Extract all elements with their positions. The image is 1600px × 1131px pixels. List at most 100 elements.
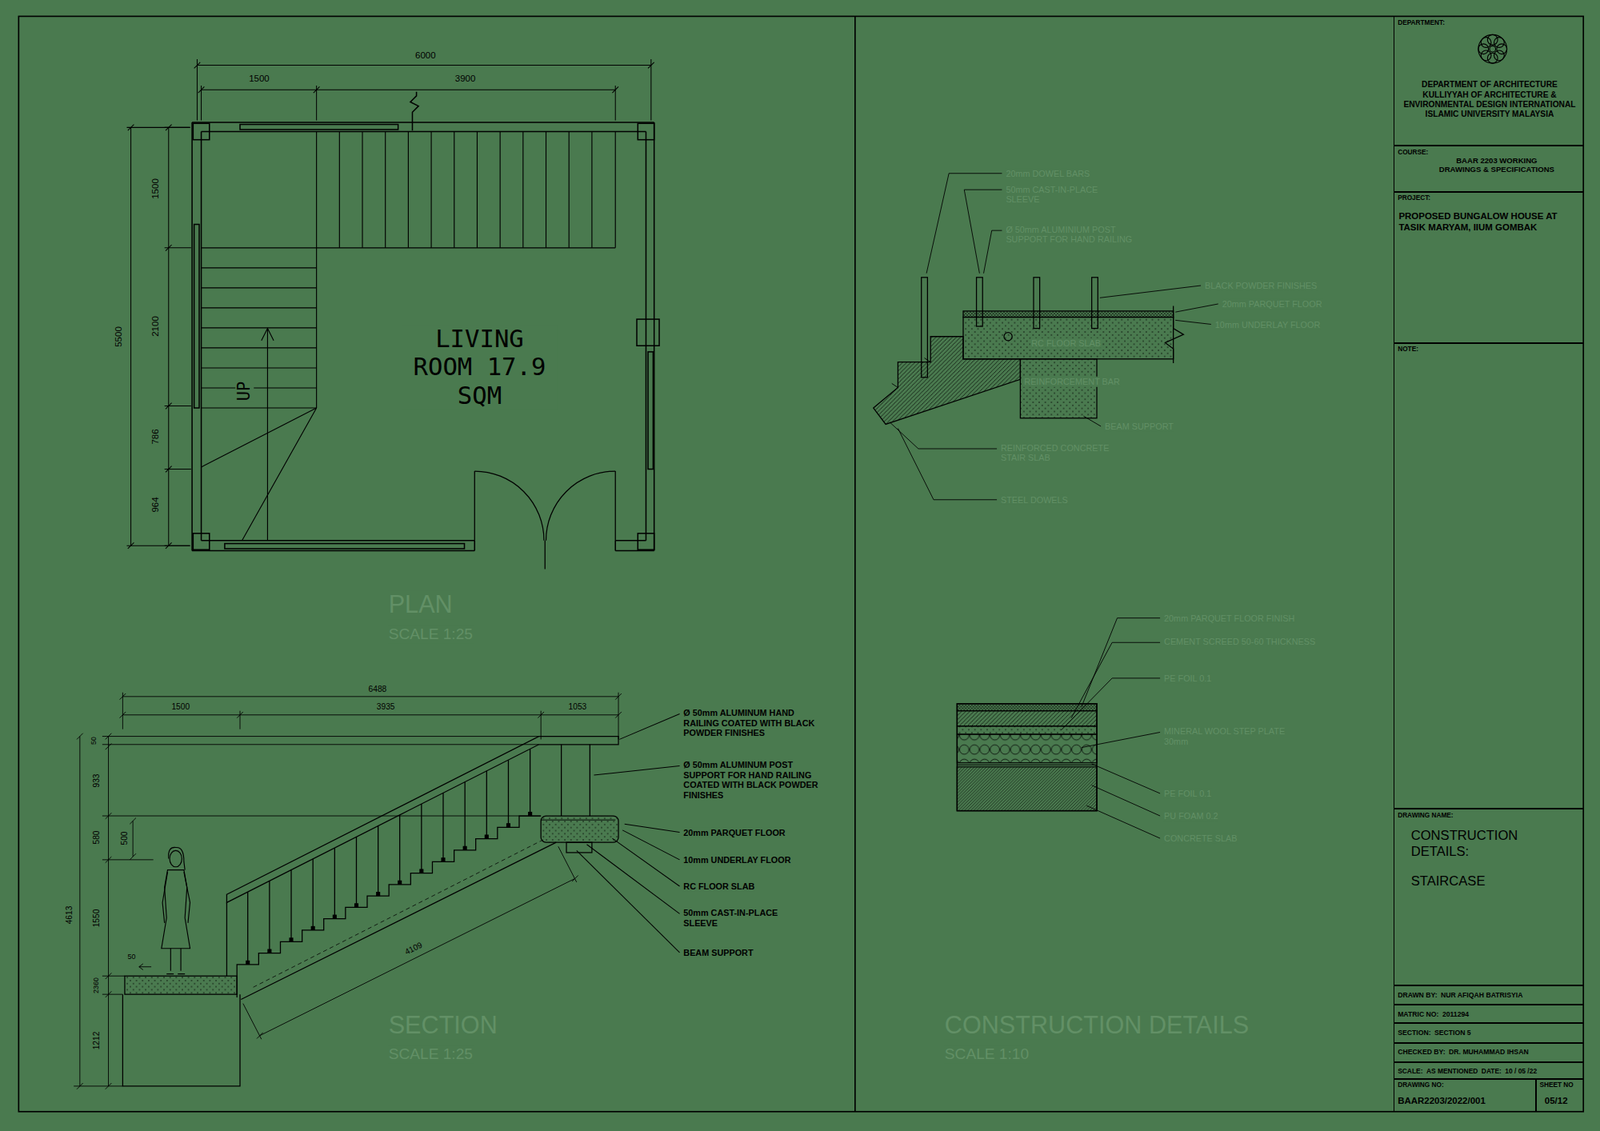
detail-note: PE FOIL 0.1 — [1163, 673, 1212, 684]
title-block-text: 2011294 — [1442, 1010, 1469, 1019]
detail-note: 10mm UNDERLAY FLOOR — [1214, 319, 1321, 329]
dimension-text: 50 — [89, 736, 98, 746]
section-dimensions — [105, 733, 112, 1090]
callout-leader — [622, 830, 680, 860]
title-block-text: PROJECT: — [1397, 194, 1431, 203]
title-block-text: 05/12 — [1544, 1096, 1568, 1108]
callout-text: 10mm UNDERLAY FLOOR — [682, 855, 792, 865]
post-sleeves — [311, 926, 316, 931]
university-logo — [1480, 37, 1492, 48]
sheet-frame — [854, 16, 856, 1112]
title-block-cell: DEPARTMENT: DEPARTMENT OF ARCHITECTURE KU… — [1393, 16, 1584, 146]
section-dimensions — [120, 693, 622, 700]
university-logo — [1494, 37, 1505, 48]
layer-leader — [1081, 618, 1160, 708]
dimension-text: 1053 — [568, 702, 588, 712]
post-sleeves — [267, 949, 272, 954]
dimension-text: 4109 — [402, 940, 424, 957]
plan-dimensions — [126, 127, 190, 546]
plan-walls — [194, 224, 200, 409]
plan-walls — [224, 544, 465, 549]
title-block-text: CONSTRUCTION DETAILS: — [1411, 828, 1564, 860]
title-block-text: DRAWING NO: — [1397, 1081, 1444, 1090]
callout-leader — [612, 838, 680, 887]
floor-build-up — [956, 711, 1097, 727]
dimension-text: 3935 — [376, 702, 396, 712]
stair-detail — [963, 317, 1174, 360]
title-block-cell: COURSE:BAAR 2203 WORKING DRAWINGS & SPEC… — [1393, 145, 1584, 192]
title-block-text: DRAWN BY: — [1397, 991, 1437, 1000]
human-figure — [161, 870, 191, 949]
plan-walls — [636, 319, 660, 346]
plan-stair — [201, 247, 616, 248]
dimension-text: 1550 — [92, 908, 102, 929]
room-label: LIVING ROOM 17.9 SQM — [402, 324, 557, 410]
plan-walls — [192, 533, 209, 550]
title-block-cell: DRAWING NO:BAAR2203/2022/001 — [1393, 1079, 1536, 1112]
university-logo — [1480, 50, 1492, 61]
view-title: CONSTRUCTION DETAILS — [944, 1011, 1250, 1040]
sheet-frame — [18, 16, 1584, 1112]
detail-leader — [984, 230, 1003, 274]
plan-walls — [192, 122, 655, 552]
title-block-text: NUR AFIQAH BATRISYIA — [1440, 991, 1523, 1000]
callout-leader — [624, 824, 680, 832]
detail-leader — [1083, 416, 1101, 427]
title-block-cell: CHECKED BY:DR. MUHAMMAD IHSAN — [1393, 1043, 1584, 1063]
layer-leader — [1060, 678, 1160, 731]
section-floors — [124, 976, 237, 995]
plan-walls — [240, 124, 399, 130]
dimension-text: 1500 — [170, 702, 191, 712]
section-floors — [540, 816, 619, 843]
section-dimensions — [129, 818, 136, 860]
section-floors — [540, 820, 616, 821]
post-sleeves — [463, 846, 468, 851]
university-logo — [1478, 34, 1508, 64]
callout-text: RC FLOOR SLAB — [682, 881, 756, 892]
dimension-text: 1500 — [248, 74, 271, 85]
plan-dimensions — [128, 124, 135, 549]
title-block-cell: SECTION:SECTION 5 — [1393, 1023, 1584, 1043]
plan-dimensions — [196, 59, 651, 121]
post-sleeves — [506, 823, 511, 828]
university-logo — [1487, 52, 1498, 64]
plan-walls — [637, 533, 654, 550]
post-sleeves — [354, 903, 359, 908]
title-block-text: BAAR 2203 WORKING DRAWINGS & SPECIFICATI… — [1435, 156, 1558, 175]
plan-walls — [637, 123, 654, 140]
callout-text: Ø 50mm ALUMINUM HAND RAILING COATED WITH… — [682, 708, 817, 738]
floor-build-up — [956, 734, 1097, 764]
dimension-text: 580 — [92, 830, 102, 846]
dimension-text: 786 — [151, 428, 162, 445]
callout-leader — [587, 844, 680, 915]
plan-stair — [201, 408, 317, 541]
dimension-text: 933 — [92, 772, 102, 788]
view-title: SCALE 1:25 — [388, 1045, 474, 1064]
plan-door — [546, 471, 616, 541]
dimension-text: 1212 — [92, 1031, 102, 1052]
handrail — [226, 902, 228, 976]
plan-stair — [316, 248, 317, 408]
plan-walls — [192, 123, 209, 140]
plan-dimensions — [165, 124, 172, 549]
detail-note: BLACK POWDER FINISHES — [1204, 280, 1318, 291]
post-sleeves — [245, 960, 250, 965]
callout-text: BEAM SUPPORT — [682, 948, 754, 958]
dimension-text: 4613 — [64, 905, 75, 926]
layer-leader — [1060, 618, 1160, 839]
layer-leader — [1081, 732, 1160, 748]
title-block-text: DEPARTMENT: — [1397, 19, 1445, 28]
layer-leader — [1092, 764, 1160, 794]
plan-stair — [201, 131, 616, 540]
callout-leader — [576, 850, 680, 953]
detail-note: 20mm PARQUET FLOOR FINISH — [1163, 613, 1296, 624]
title-block-text: DEPARTMENT OF ARCHITECTURE KULLIYYAH OF … — [1403, 80, 1577, 120]
dimension-text: 500 — [120, 831, 130, 847]
view-title: PLAN — [388, 591, 454, 620]
plan-door — [474, 471, 616, 541]
detail-leader — [889, 173, 1219, 500]
post-sleeves — [484, 834, 489, 839]
dimension-text: 5500 — [114, 325, 125, 348]
stair-detail — [1092, 277, 1099, 329]
